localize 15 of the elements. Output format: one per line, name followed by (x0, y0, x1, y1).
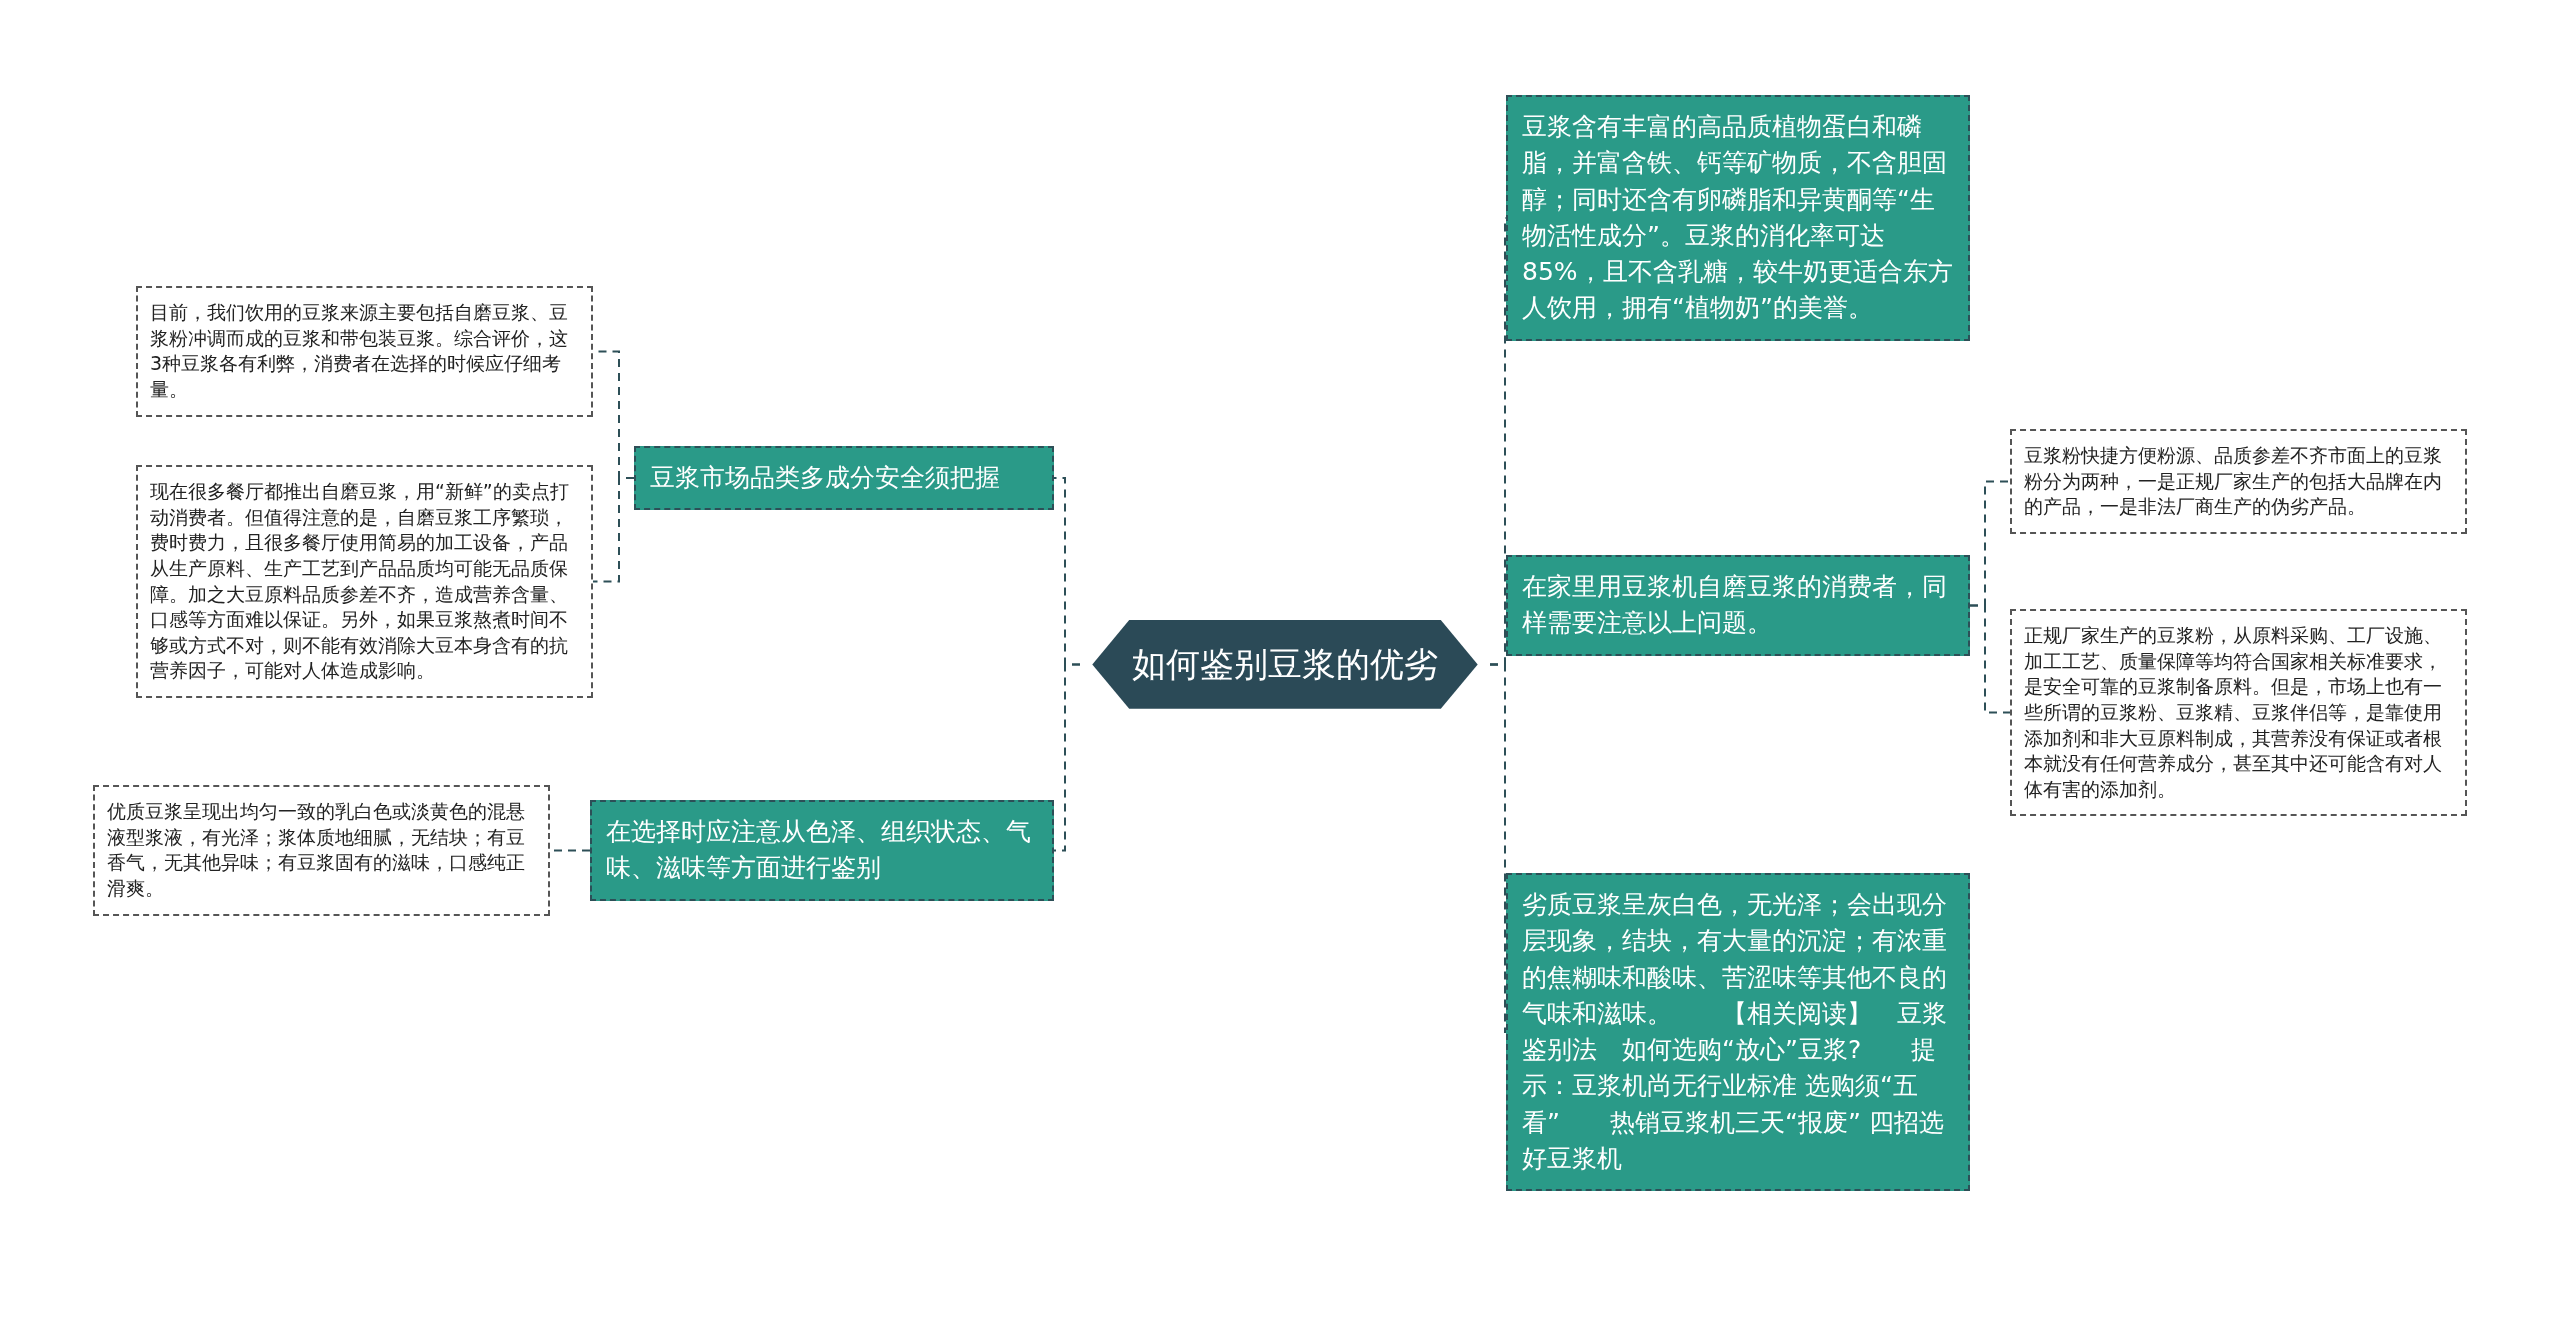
note-box: 优质豆浆呈现出均匀一致的乳白色或淡黄色的混悬液型浆液，有光泽；浆体质地细腻，无结块；有豆香气，无其他异味；有豆浆固有的滋味，口感纯正滑爽。 (93, 785, 550, 916)
connector-line (1969, 604, 2011, 714)
note-box: 豆浆粉快捷方便粉源、品质参差不齐市面上的豆浆粉分为两种，一是正规厂家生产的包括大品牌在内的产品，一是非法厂商生产的伪劣产品。 (2010, 429, 2467, 534)
note-box: 正规厂家生产的豆浆粉，从原料采购、工厂设施、加工工艺、质量保障等均符合国家相关标准要求，是安全可靠的豆浆制备原料。但是，市场上也有一些所谓的豆浆粉、豆浆精、豆浆伴侣等，是靠使用添加剂和非大豆原料制成，其营养没有保证或者根本就没有任何营养成分，甚至其中还可能含有对人体有害的添加剂。 (2010, 609, 2467, 817)
note-box: 现在很多餐厅都推出自磨豆浆，用“新鲜”的卖点打动消费者。但值得注意的是，自磨豆浆工序繁琐，费时费力，且很多餐厅使用简易的加工设备，产品从生产原料、生产工艺到产品品质均可能无品质保障。加之大豆原料品质参差不齐，造成营养含量、口感等方面难以保证。另外，如果豆浆熬煮时间不够或方式不对，则不能有效消除大豆本身含有的抗营养因子，可能对人体造成影响。 (136, 465, 593, 699)
topic-box: 在选择时应注意从色泽、组织状态、气味、滋味等方面进行鉴别 (590, 800, 1054, 901)
connector-line (592, 477, 635, 583)
topic-box: 豆浆含有丰富的高品质植物蛋白和磷脂，并富含铁、钙等矿物质，不含胆固醇；同时还含有卵磷脂和异黄酮等“生物活性成分”。豆浆的消化率可达85%，且不含乳糖，较牛奶更适合东方人饮用，拥有“植物奶”的美誉。 (1506, 95, 1970, 341)
connector-line (1053, 663, 1081, 852)
topic-box: 豆浆市场品类多成分安全须把握 (634, 446, 1054, 511)
topic-box: 在家里用豆浆机自磨豆浆的消费者，同样需要注意以上问题。 (1506, 555, 1970, 656)
topic-box: 劣质豆浆呈灰白色，无光泽；会出现分层现象，结块，有大量的沉淀；有浓重的焦糊味和酸味、苦涩味等其他不良的气味和滋味。 【相关阅读】 豆浆鉴别法 如何选购“放心”豆浆? 提示：豆浆机尚无行业标准 选购须“五看” 热销豆浆机三天“报废” 四招选好豆浆机 (1506, 873, 1970, 1191)
central-topic-text: 如何鉴别豆浆的优劣 (1131, 644, 1439, 685)
connector-line (1489, 663, 1507, 1033)
note-box: 目前，我们饮用的豆浆来源主要包括自磨豆浆、豆浆粉冲调而成的豆浆和带包装豆浆。综合评价，这3种豆浆各有利弊，消费者在选择的时候应仔细考量。 (136, 286, 593, 417)
